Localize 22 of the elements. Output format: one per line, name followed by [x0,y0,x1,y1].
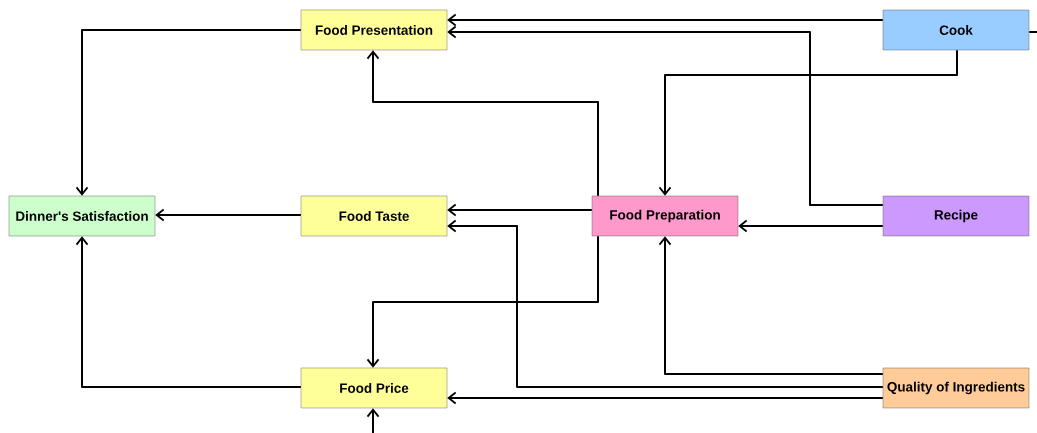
arrow [738,219,884,233]
arrow [366,50,599,197]
process-box: Food Taste [300,195,448,237]
arrow [447,219,884,388]
process-box: Food Presentation [300,9,448,51]
arrow [75,29,302,196]
arrow [447,203,593,217]
process-box: Quality of Ingredients [882,367,1030,409]
arrow [447,13,884,27]
arrow [366,235,599,368]
process-box: Cook [882,9,1030,51]
arrow [658,236,884,375]
arrow [658,49,958,196]
process-box: Food Price [300,367,448,409]
arrow [447,25,884,206]
arrow [366,408,380,433]
process-box: Dinner's Satisfaction [8,195,156,237]
arrow [447,391,884,405]
arrow [155,208,302,222]
process-box: Food Preparation [591,195,739,237]
process-box: Recipe [882,195,1030,237]
arrow [75,236,302,388]
